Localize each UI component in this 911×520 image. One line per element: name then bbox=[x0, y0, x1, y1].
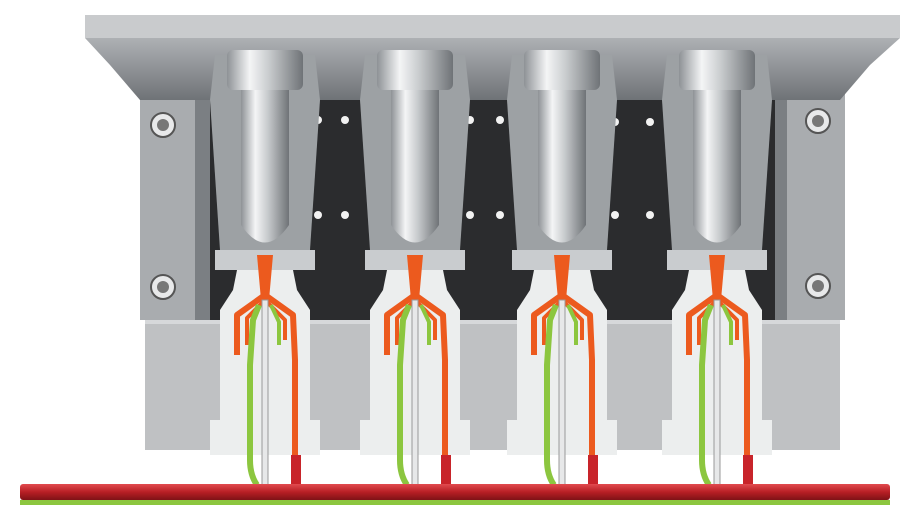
hot-runner-channel bbox=[531, 292, 595, 485]
cooling-channel bbox=[247, 303, 262, 487]
ejector-rod bbox=[411, 299, 419, 491]
hot-runner-nozzle bbox=[407, 255, 423, 300]
bolt-icon bbox=[805, 108, 831, 134]
core-cap bbox=[377, 50, 453, 90]
cooling-line-bottom bbox=[20, 500, 890, 505]
hot-runner-nozzle bbox=[554, 255, 570, 300]
hole bbox=[646, 118, 654, 126]
hole bbox=[646, 211, 654, 219]
manifold-pipe bbox=[20, 484, 890, 500]
core-cap bbox=[524, 50, 600, 90]
mold-cavity-3 bbox=[507, 50, 617, 491]
top-plate bbox=[85, 15, 900, 38]
hole bbox=[466, 211, 474, 219]
hot-runner-channel bbox=[686, 292, 750, 485]
cooling-channel bbox=[397, 303, 412, 487]
hot-runner-channel bbox=[234, 292, 298, 485]
core-pin bbox=[693, 90, 741, 243]
cooling-channel bbox=[699, 303, 714, 487]
mold-cavity-2 bbox=[360, 50, 470, 491]
cooling-channel bbox=[544, 303, 559, 487]
hot-runner-nozzle bbox=[709, 255, 725, 300]
ejector-rod bbox=[713, 299, 721, 491]
bolt-icon bbox=[150, 112, 176, 138]
top-plate-front bbox=[85, 38, 900, 100]
hot-runner-nozzle bbox=[257, 255, 273, 300]
hot-runner-channel bbox=[384, 292, 448, 485]
hole bbox=[496, 116, 504, 124]
mold-cavity-1 bbox=[210, 50, 320, 491]
bolt-icon bbox=[805, 273, 831, 299]
core-pin bbox=[538, 90, 586, 243]
ejector-rod bbox=[261, 299, 269, 491]
core-cap bbox=[679, 50, 755, 90]
ejector-rod bbox=[558, 299, 566, 491]
bolt-icon bbox=[150, 274, 176, 300]
hole bbox=[496, 211, 504, 219]
hole bbox=[314, 211, 322, 219]
mold-cavity-4 bbox=[662, 50, 772, 491]
hole bbox=[341, 211, 349, 219]
core-cap bbox=[227, 50, 303, 90]
core-pin bbox=[391, 90, 439, 243]
hole bbox=[611, 211, 619, 219]
hole bbox=[341, 116, 349, 124]
core-pin bbox=[241, 90, 289, 243]
